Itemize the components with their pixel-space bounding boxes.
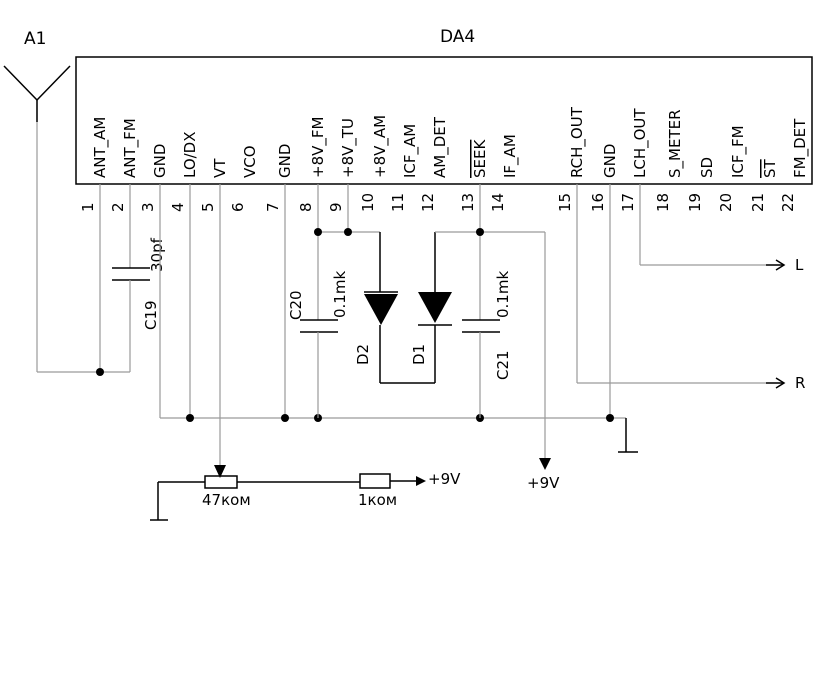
pin-number: 14 (489, 193, 507, 212)
pin-name: +8V_FM (309, 117, 328, 178)
pin-number: 6 (229, 202, 247, 212)
pin-number: 11 (389, 193, 407, 212)
pin-number: 10 (359, 193, 377, 212)
c19-ref: C19 (142, 300, 160, 330)
pin-number: 5 (199, 202, 217, 212)
output-left-wire (639, 184, 786, 271)
pin-name: LCH_OUT (631, 108, 650, 178)
res-value: 1ком (358, 491, 397, 509)
chip-body (75, 56, 813, 185)
pin-name: ANT_AM (91, 117, 110, 178)
chip-pins: ANT_AM 1 ANT_FM 2 GND 3 LO/DX 4 VT 5 VCO 6 GND 7 +8V_F… (79, 106, 810, 212)
antenna-symbol (3, 65, 130, 373)
supply-label-2: +9V (527, 474, 560, 492)
chip-ref: DA4 (440, 27, 475, 47)
pin-number: 15 (556, 193, 574, 212)
pin-name: VT (211, 158, 229, 178)
supply-label-1: +9V (428, 470, 461, 488)
supply-arrow (539, 458, 551, 470)
pin-name: IF_AM (501, 134, 520, 178)
c19-value: 30pf (148, 237, 166, 272)
pin-number: 12 (419, 193, 437, 212)
pin-name: SEEK (471, 139, 489, 178)
pin-name: S_METER (666, 109, 685, 178)
pin-number: 16 (589, 193, 607, 212)
pin-name: +8V_AM (371, 115, 390, 178)
junction-dot (186, 414, 194, 422)
junction-dot (281, 414, 289, 422)
wiper-arrow (214, 465, 226, 478)
pin-name: ANT_FM (121, 118, 140, 178)
c20-value: 0.1mk (331, 271, 349, 318)
diode-d1 (418, 292, 452, 326)
resistor-1k (359, 473, 426, 489)
junction-dot (476, 228, 484, 236)
pin-name: GND (601, 144, 619, 178)
pin-name: ICF_FM (729, 125, 748, 178)
pin-number: 7 (264, 202, 282, 212)
pin-number: 20 (717, 193, 735, 212)
c20-ref: C20 (287, 290, 305, 320)
output-right-wire (576, 184, 786, 389)
pin-name: VCO (241, 145, 259, 178)
ground-bus (159, 184, 638, 453)
pin-name: +8V_TU (339, 118, 358, 178)
pin-name: RCH_OUT (568, 106, 587, 178)
pin-name: GND (276, 144, 294, 178)
pin-name: ICF_AM (401, 124, 420, 178)
pin-name: LO/DX (181, 131, 199, 178)
output-right-label: R (795, 374, 805, 392)
pin-number: 19 (686, 193, 704, 212)
c21-ref: C21 (494, 350, 512, 380)
pin-number: 1 (79, 202, 97, 212)
pin-number: 2 (109, 202, 127, 212)
d1-ref: D1 (410, 344, 428, 365)
pin-number: 3 (139, 202, 157, 212)
potentiometer-47k (150, 475, 360, 521)
c21-value: 0.1mk (494, 271, 512, 318)
pin-name: ST (761, 158, 779, 178)
capacitor-c19 (112, 184, 150, 372)
varicap-network (300, 184, 546, 460)
diode-d2 (364, 291, 398, 325)
antenna-ref: A1 (24, 29, 46, 49)
pin-number: 22 (779, 193, 797, 212)
output-left-label: L (795, 256, 804, 274)
junction-dot (606, 414, 614, 422)
pin-number: 17 (619, 193, 637, 212)
junction-dot (96, 368, 104, 376)
pin-name: GND (151, 144, 169, 178)
pin-name: AM_DET (431, 116, 450, 178)
d2-ref: D2 (354, 344, 372, 365)
pot-value: 47ком (202, 491, 251, 509)
pin-number: 8 (297, 202, 315, 212)
pin-number: 4 (169, 202, 187, 212)
junction-dot (344, 228, 352, 236)
junction-dot (314, 228, 322, 236)
pin-number: 21 (749, 193, 767, 212)
pin-number: 13 (459, 193, 477, 212)
pin-name: FM_DET (791, 118, 810, 178)
pin-name: SD (698, 157, 716, 178)
pin-number: 9 (327, 202, 345, 212)
pin-number: 18 (654, 193, 672, 212)
